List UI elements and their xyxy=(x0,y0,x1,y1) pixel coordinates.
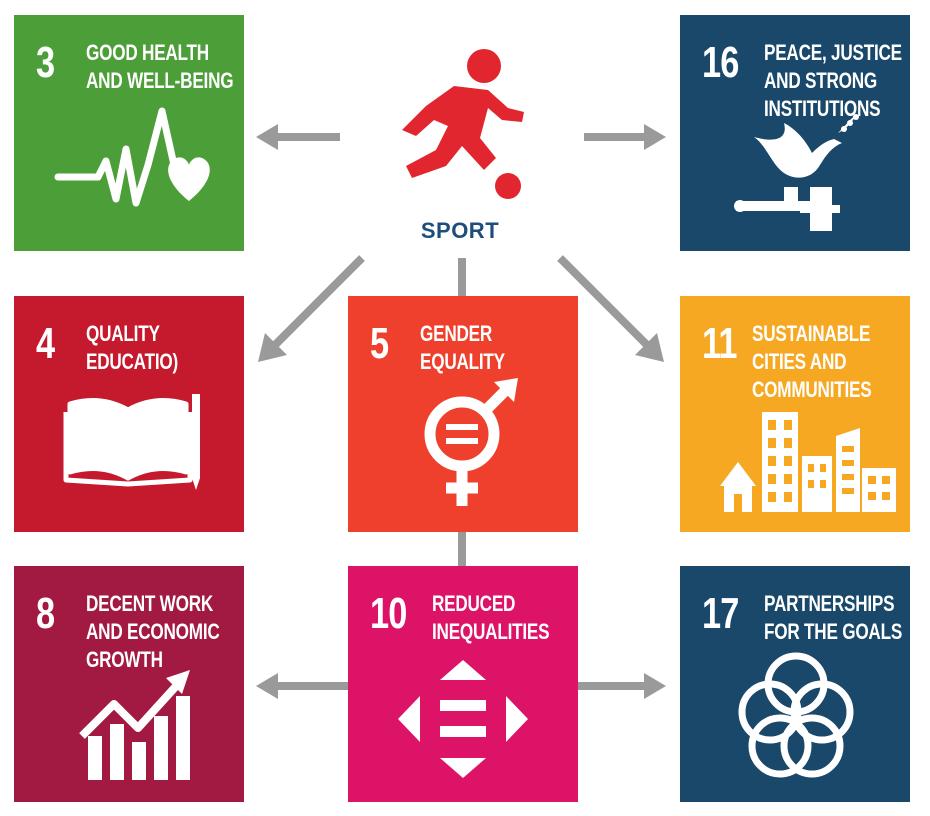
goal-number: 8 xyxy=(36,589,55,638)
goal-number: 3 xyxy=(36,38,55,87)
arrowhead-goal-16 xyxy=(644,124,666,150)
football-player-icon xyxy=(402,49,524,199)
goal-number: 16 xyxy=(702,38,739,87)
sport-label: SPORT xyxy=(420,218,500,243)
goal-number: 17 xyxy=(702,589,739,638)
arrowhead-goal-11 xyxy=(635,333,664,362)
city-buildings-icon xyxy=(720,412,896,512)
growth-chart-icon xyxy=(79,670,190,780)
arrow-to-goal-11 xyxy=(557,255,653,351)
arrow-to-goal-4 xyxy=(269,255,365,351)
goal-number: 5 xyxy=(370,319,389,368)
goal-number: 10 xyxy=(370,589,407,638)
arrowhead-goal-8 xyxy=(256,673,278,699)
arrowhead-goal-3 xyxy=(256,124,278,150)
arrowhead-goal-4 xyxy=(258,333,287,362)
goal-number: 11 xyxy=(702,319,737,368)
gender-equality-icon xyxy=(424,378,518,506)
interlinked-rings-icon xyxy=(738,652,854,778)
dove-gavel-icon xyxy=(734,114,859,231)
goal-number: 4 xyxy=(36,319,55,368)
equality-arrows-icon xyxy=(398,660,528,778)
arrowhead-goal-17 xyxy=(644,673,666,699)
heartbeat-icon xyxy=(54,107,210,207)
book-pencil-icon xyxy=(63,394,200,490)
